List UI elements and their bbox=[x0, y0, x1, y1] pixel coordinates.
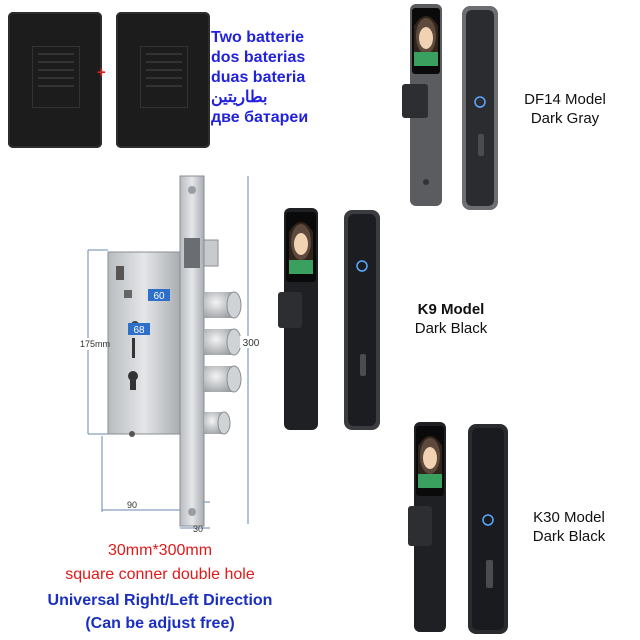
dim-175-label: 175mm bbox=[80, 339, 110, 349]
size-caption: 30mm*300mm bbox=[107, 542, 213, 559]
dim-60-label: 60 bbox=[153, 291, 165, 302]
model-k9-name: K9 Model bbox=[417, 301, 485, 318]
adjust-caption: (Can be adjust free) bbox=[85, 615, 235, 632]
smart-lock-k9 bbox=[278, 208, 380, 430]
battery-text-pt: duas bateria bbox=[211, 69, 306, 86]
direction-caption: Universal Right/Left Direction bbox=[47, 592, 273, 609]
dim-68-label: 68 bbox=[133, 325, 145, 336]
hole-caption: square conner double hole bbox=[65, 566, 255, 583]
battery-text-en: Two batterie bbox=[211, 29, 305, 46]
battery-1 bbox=[8, 12, 102, 148]
smart-lock-df14 bbox=[402, 4, 498, 210]
model-k30-color: Dark Black bbox=[532, 528, 606, 545]
model-k9-color: Dark Black bbox=[414, 320, 488, 337]
dim-30-label: 30 bbox=[193, 524, 203, 534]
dim-90-label: 90 bbox=[127, 500, 137, 510]
battery-text-es: dos baterias bbox=[211, 49, 306, 66]
battery-text-ar: بطاريتين bbox=[211, 89, 268, 106]
model-df14-color: Dark Gray bbox=[530, 110, 600, 127]
mortise-lock-diagram: 60 68 175mm 300 90 30 bbox=[80, 175, 262, 534]
model-df14-name: DF14 Model bbox=[524, 91, 606, 108]
smart-lock-k30 bbox=[408, 422, 508, 634]
dim-300-label: 300 bbox=[243, 338, 260, 349]
battery-2 bbox=[116, 12, 210, 148]
plus-sign: + bbox=[97, 64, 106, 81]
battery-text-ru: две батареи bbox=[211, 109, 309, 126]
model-k30-name: K30 Model bbox=[533, 509, 605, 526]
